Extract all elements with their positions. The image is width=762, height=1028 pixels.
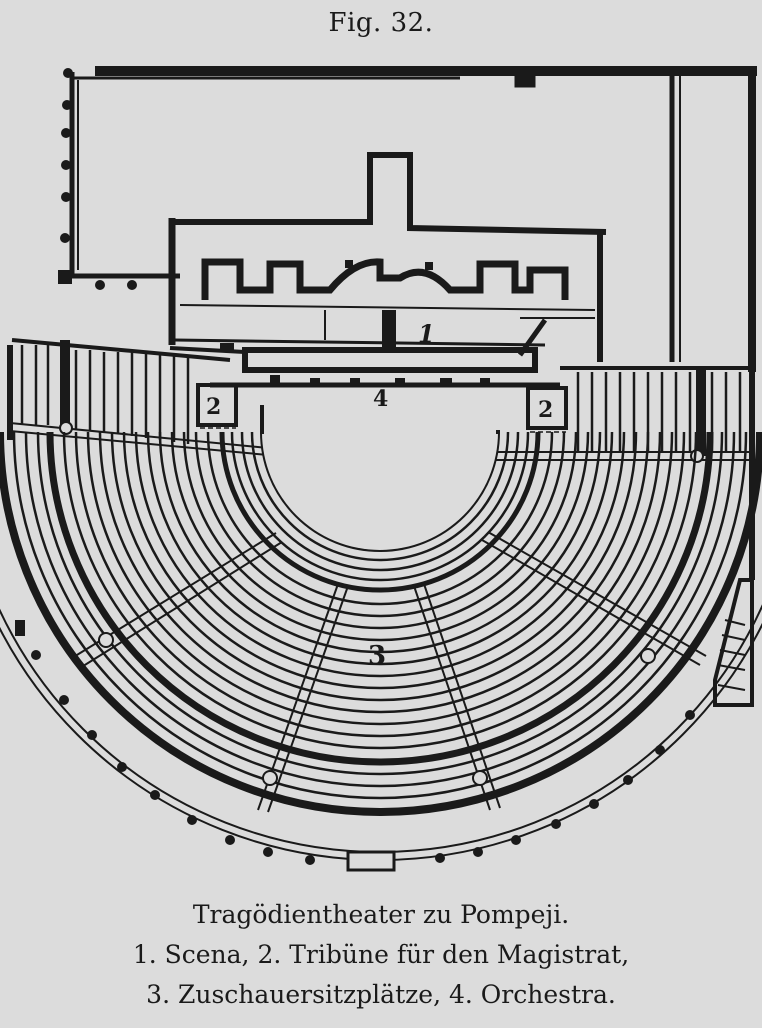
label-orchestra: 4 bbox=[373, 386, 388, 412]
orchestra-area bbox=[262, 405, 498, 550]
rear-courtyard bbox=[65, 66, 757, 372]
figure-label: Fig. 32. bbox=[328, 8, 434, 38]
scene-building bbox=[168, 152, 607, 388]
label-tribune-right: 2 bbox=[538, 397, 553, 423]
label-tribune-left: 2 bbox=[206, 394, 221, 420]
radial-aisles bbox=[71, 531, 707, 813]
caption-legend-line-1: 1. Scena, 2. Tribüne für den Magistrat, bbox=[132, 940, 630, 969]
main-entrance bbox=[346, 850, 396, 872]
upper-side-seating-left bbox=[11, 338, 231, 444]
tribunes bbox=[196, 383, 568, 433]
caption-legend-line-2: 3. Zuschauersitzplätze, 4. Orchestra. bbox=[146, 980, 616, 1009]
stage-niches bbox=[220, 260, 490, 386]
caption-title: Tragödientheater zu Pompeji. bbox=[192, 900, 570, 929]
upper-side-seating-right bbox=[560, 366, 752, 456]
theater-floor-plan: 1 2 2 3 4 bbox=[0, 66, 762, 872]
courtyard-pillars bbox=[58, 68, 137, 290]
label-scena: 1 bbox=[418, 319, 435, 348]
label-seating: 3 bbox=[368, 641, 386, 671]
figure-caption: Tragödientheater zu Pompeji. 1. Scena, 2… bbox=[0, 895, 762, 1015]
perimeter-pillars bbox=[15, 620, 695, 865]
